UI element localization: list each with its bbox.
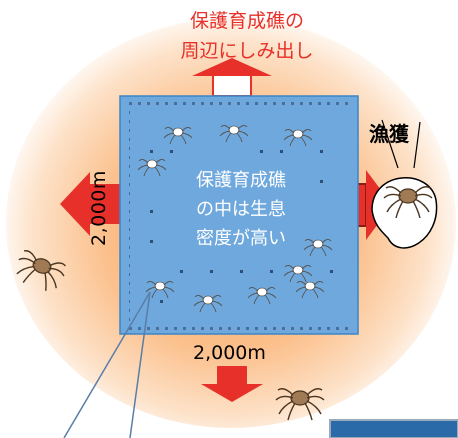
side-dimension-label: 2,000m [88,170,110,246]
callout-lines [63,291,151,438]
title-line-2: 周辺にしみ出し [180,40,314,62]
crab-bottom [275,388,325,421]
spillover-title: 保護育成礁の 周辺にしみ出し [152,6,342,66]
title-line-1: 保護育成礁の [189,10,304,32]
reef-density-text: 保護育成礁 の中は生息 密度が高い [168,166,314,253]
photo-inset [329,419,458,438]
center-line-3: 密度が高い [196,228,286,249]
arrow-up [192,58,272,97]
center-line-1: 保護育成礁 [196,170,286,191]
arrow-left [60,172,122,236]
arrow-down [201,366,263,402]
bottom-dimension-label: 2,000m [193,342,266,364]
crab-left [11,248,69,296]
catch-net [371,119,438,249]
center-line-2: の中は生息 [196,199,286,220]
catch-label: 漁獲 [369,122,409,146]
